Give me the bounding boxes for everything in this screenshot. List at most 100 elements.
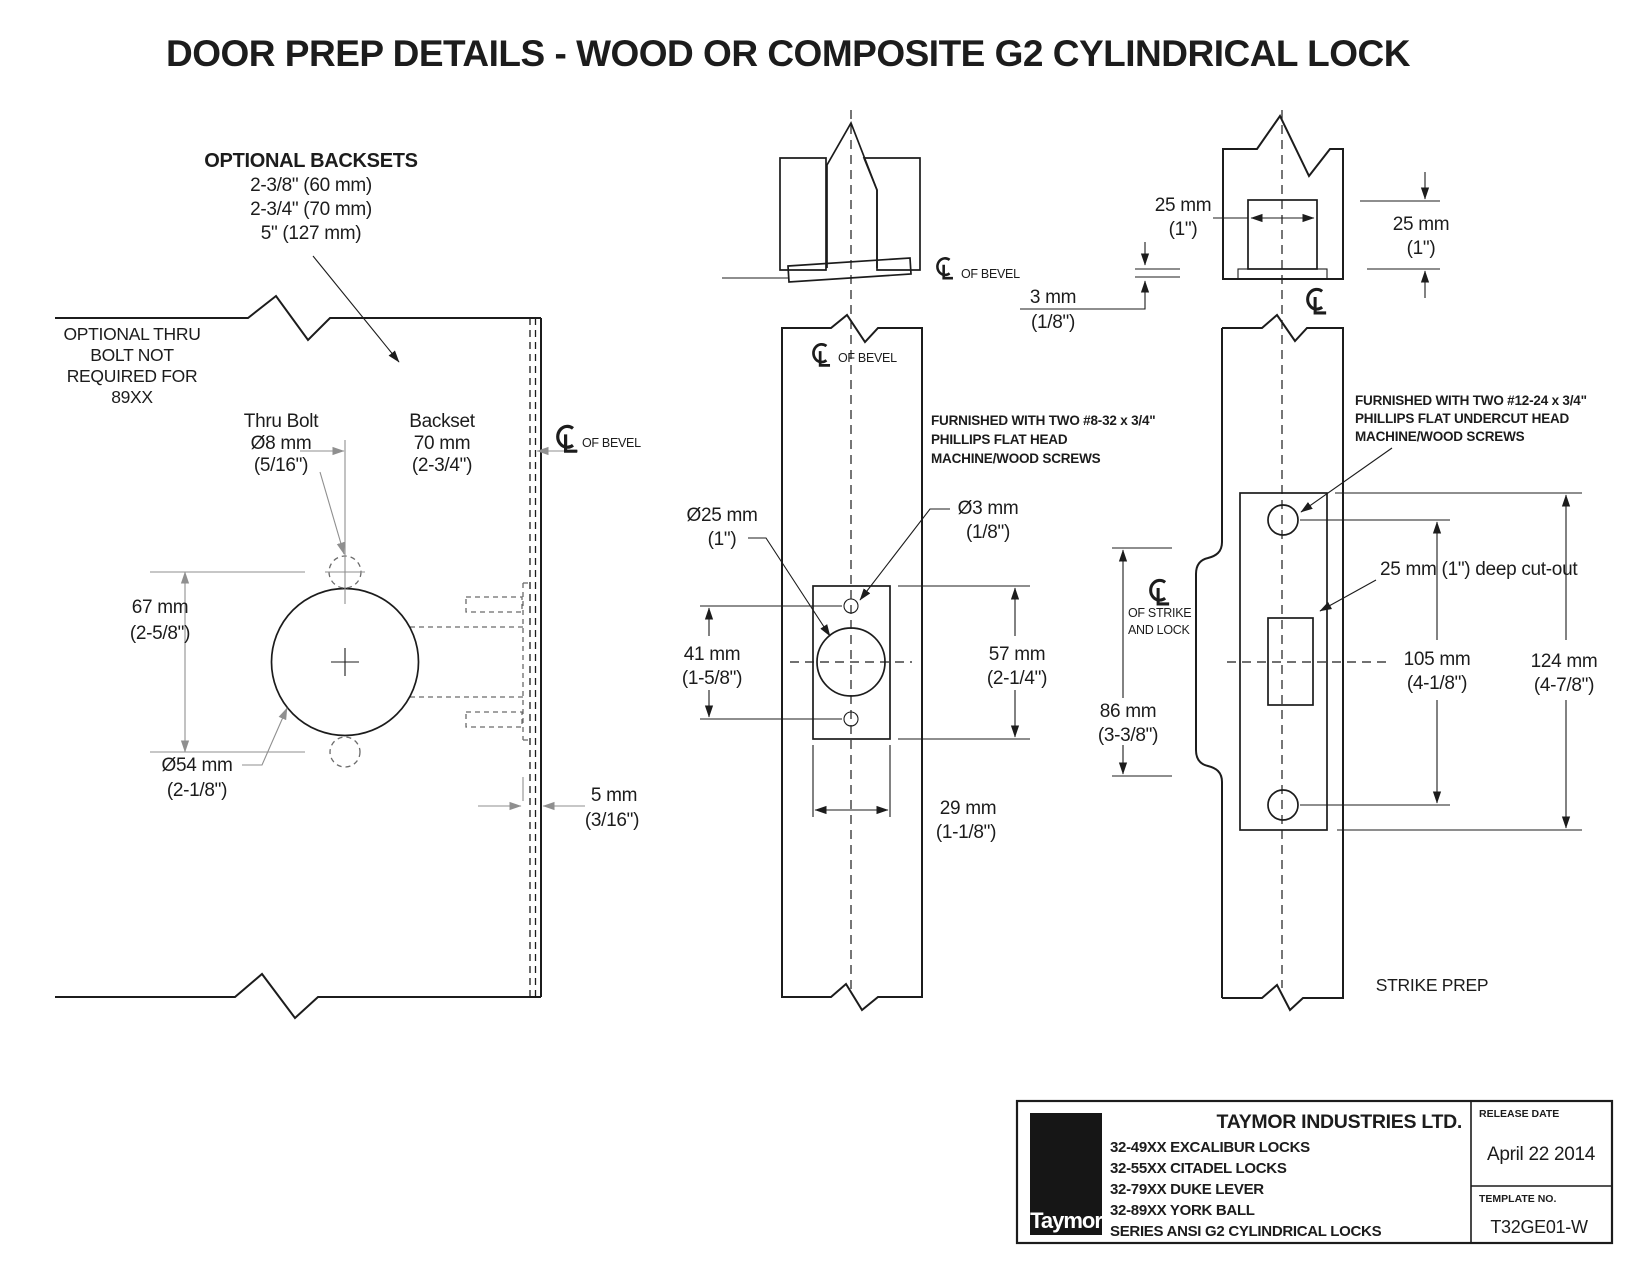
jamb-elevation [1195,313,1390,1012]
section-hatch-right [862,157,921,271]
door-bottom-edge [55,972,541,1020]
dim-67mm-inches: (2-5/8") [130,623,190,644]
callout-dia-54: Ø54 mm (2-1/8") [161,707,288,801]
dim-29mm-inches: (1-1/8") [936,822,996,843]
dim-67mm: 67 mm (2-5/8") [130,571,305,753]
thru-bolt-line2: Ø8 mm [251,433,312,454]
strike-screw-hole-bottom [1267,789,1299,821]
latch-faceplate-bevel [787,257,912,283]
cl-strike-line1: OF STRIKE [1128,606,1191,620]
product-line-5: SERIES ANSI G2 CYLINDRICAL LOCKS [1110,1223,1382,1240]
dim-57mm-inches: (2-1/4") [987,668,1047,689]
strike-prep-label: STRIKE PREP [1376,975,1488,995]
callout-thru-bolt: Thru Bolt Ø8 mm (5/16") [244,411,345,555]
thru-bolt-note-3: REQUIRED FOR [67,366,198,386]
dia-54-value: Ø54 mm [161,755,232,776]
door-top-edge [55,294,541,342]
dim-5mm-value: 5 mm [591,785,637,806]
screw-note-latch: FURNISHED WITH TWO #8-32 x 3/4" PHILLIPS… [931,413,1156,466]
backset-option-1: 2-3/8" (60 mm) [250,175,372,196]
right-view-strike-jamb: 25 mm (1") 25 mm (1") 3 mm (1/8") [1020,110,1598,1012]
section-hatch-left [779,157,827,271]
latch-section-view: OF BEVEL [722,121,1020,283]
cl-of-bevel-left-label: OF BEVEL [582,436,641,450]
dim-25w-value: 25 mm [1155,195,1212,216]
screw-note-strike-2: PHILLIPS FLAT UNDERCUT HEAD [1355,411,1570,426]
centerline-icon [1149,578,1171,606]
strike-section-view [1135,114,1344,315]
product-line-1: 32-49XX EXCALIBUR LOCKS [1110,1139,1310,1156]
door-edge-outline [781,313,923,1012]
thru-bolt-note-1: OPTIONAL THRU [63,324,200,344]
company-name: TAYMOR INDUSTRIES LTD. [1217,1111,1462,1133]
faceplate-screw-hole-top [843,598,859,614]
backset-line1: Backset [409,411,476,432]
cl-of-bevel-inner-label: OF BEVEL [838,351,897,365]
dim-57mm: 57 mm (2-1/4") [898,585,1047,740]
thru-bolt-hole-bottom [329,736,361,768]
jamb-outline [1222,313,1344,1012]
dim-29mm-value: 29 mm [940,798,997,819]
product-line-4: 32-89XX YORK BALL [1110,1202,1255,1219]
dia-25-inches: (1") [708,529,737,550]
left-view-door-face: 67 mm (2-5/8") Ø54 mm (2-1/8") Thru Bolt… [55,150,641,1020]
centerline-icon [936,257,955,280]
template-no-label: TEMPLATE NO. [1479,1193,1556,1205]
middle-view-door-edge: OF BEVEL OF BEVEL 41 mm (1-5/8") [682,110,1156,1012]
screw-note-strike: FURNISHED WITH TWO #12-24 x 3/4" PHILLIP… [1300,393,1587,513]
dim-105mm: 105 mm (4-1/8") [1300,519,1471,806]
thru-bolt-line3: (5/16") [254,455,308,476]
dim-3mm-inches: (1/8") [1031,312,1075,333]
screw-note-latch-1: FURNISHED WITH TWO #8-32 x 3/4" [931,413,1156,428]
dim-25h-value: 25 mm [1393,214,1450,235]
dia-54-inches: (2-1/8") [167,780,227,801]
callout-dia-25: Ø25 mm (1") [686,505,831,637]
backset-line2: 70 mm [414,433,471,454]
dia-3-value: Ø3 mm [958,498,1019,519]
backsets-heading: OPTIONAL BACKSETS [204,150,417,172]
dim-29mm: 29 mm (1-1/8") [812,745,997,843]
title-block: Taymor TAYMOR INDUSTRIES LTD. 32-49XX EX… [1015,1099,1614,1245]
dia-25-value: Ø25 mm [686,505,757,526]
dim-25h-inches: (1") [1407,238,1436,259]
strike-latch-cutout [1267,617,1314,706]
thru-bolt-note-4: 89XX [111,387,153,407]
jamb-cutout-profile [1195,328,1223,998]
dim-124mm-inches: (4-7/8") [1534,675,1594,696]
dim-124mm-value: 124 mm [1531,651,1598,672]
cl-of-bevel-top-label: OF BEVEL [961,267,1020,281]
dim-25w-inches: (1") [1169,219,1198,240]
cl-of-bevel-left: OF BEVEL [556,424,641,453]
callout-deep-cutout: 25 mm (1") deep cut-out [1319,559,1579,612]
screw-note-latch-3: MACHINE/WOOD SCREWS [931,451,1101,466]
dim-105mm-inches: (4-1/8") [1407,673,1467,694]
backsets-arrow [312,255,400,363]
backset-option-3: 5" (127 mm) [261,223,362,244]
thru-bolt-note-2: BOLT NOT [90,345,174,365]
callout-dia-3: Ø3 mm (1/8") [859,498,1019,601]
release-date-label: RELEASE DATE [1479,1108,1559,1120]
dim-86mm-inches: (3-3/8") [1098,725,1158,746]
screw-note-strike-1: FURNISHED WITH TWO #12-24 x 3/4" [1355,393,1587,408]
dim-41mm: 41 mm (1-5/8") [682,605,842,720]
dim-41mm-value: 41 mm [684,644,741,665]
release-date-value: April 22 2014 [1487,1144,1596,1165]
strike-plate-outline [1239,492,1328,831]
strike-plate-section [1237,268,1328,280]
dim-105mm-value: 105 mm [1404,649,1471,670]
page-title: DOOR PREP DETAILS - WOOD OR COMPOSITE G2… [166,33,1411,74]
dim-57mm-value: 57 mm [989,644,1046,665]
screw-note-strike-3: MACHINE/WOOD SCREWS [1355,429,1525,444]
thru-bolt-note: OPTIONAL THRU BOLT NOT REQUIRED FOR 89XX [63,324,200,407]
product-line-2: 32-55XX CITADEL LOCKS [1110,1160,1287,1177]
dim-41mm-inches: (1-5/8") [682,668,742,689]
dim-5mm-inches: (3/16") [585,810,639,831]
centerline-icon [1306,287,1328,315]
title-block-border [1015,1099,1614,1245]
dia-3-inches: (1/8") [966,522,1010,543]
dim-25mm-height: 25 mm (1") [1360,172,1450,298]
cl-of-strike: OF STRIKE AND LOCK [1128,578,1192,637]
dim-25mm-width: 25 mm (1") [1155,195,1315,240]
